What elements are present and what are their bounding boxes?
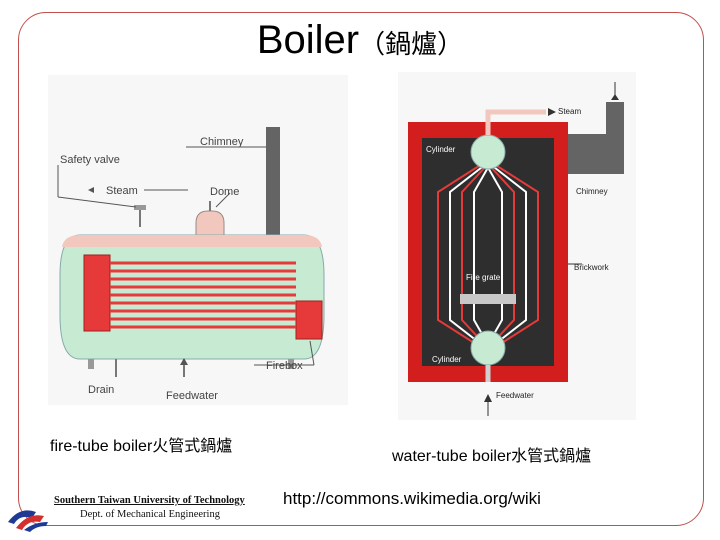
footer-school: Southern Taiwan University of Technology	[54, 495, 245, 506]
caption-fire-tube: fire-tube boiler火管式鍋爐	[50, 438, 233, 455]
water-label-steam: Steam	[558, 107, 581, 116]
water-label-brickwork: Brickwork	[574, 263, 610, 272]
water-tube-diagram: Steam Cylinder Chimney Brickwork Fire gr…	[398, 72, 636, 420]
fire-label-drain: Drain	[88, 384, 114, 396]
water-label-cylinder-top: Cylinder	[426, 145, 456, 154]
fire-label-dome: Dome	[210, 186, 239, 198]
source-url: http://commons.wikimedia.org/wiki	[283, 489, 541, 508]
water-label-chimney: Chimney	[576, 187, 608, 196]
fire-label-feedwater: Feedwater	[166, 390, 218, 402]
fire-tube-diagram: Chimney Safety valve Steam Dome Drain Fe…	[48, 75, 348, 405]
fire-tubes	[110, 261, 296, 329]
caption-water-tube: water-tube boiler水管式鍋爐	[392, 448, 592, 465]
fire-label-firebox: Firebox	[266, 360, 303, 372]
water-label-feedwater: Feedwater	[496, 391, 534, 400]
fire-label-chimney: Chimney	[200, 136, 244, 148]
water-cylinder-top	[470, 134, 506, 170]
slide-frame	[18, 12, 704, 526]
fire-label-safety-valve: Safety valve	[60, 154, 120, 166]
university-logo	[8, 510, 48, 532]
fire-firebox	[83, 254, 111, 332]
fire-dome	[195, 210, 225, 236]
footer-dept: Dept. of Mechanical Engineering	[80, 509, 220, 520]
fire-label-steam: Steam	[106, 185, 138, 197]
title-main: Boiler	[256, 18, 360, 62]
water-cylinder-bottom	[470, 330, 506, 366]
water-label-cylinder-bottom: Cylinder	[432, 355, 462, 364]
title-sub: （鍋爐）	[359, 30, 464, 60]
water-fire-grate	[460, 294, 516, 304]
water-label-fire-grate: Fire grate	[466, 273, 501, 282]
slide-title: Boiler（鍋爐）	[0, 18, 720, 63]
